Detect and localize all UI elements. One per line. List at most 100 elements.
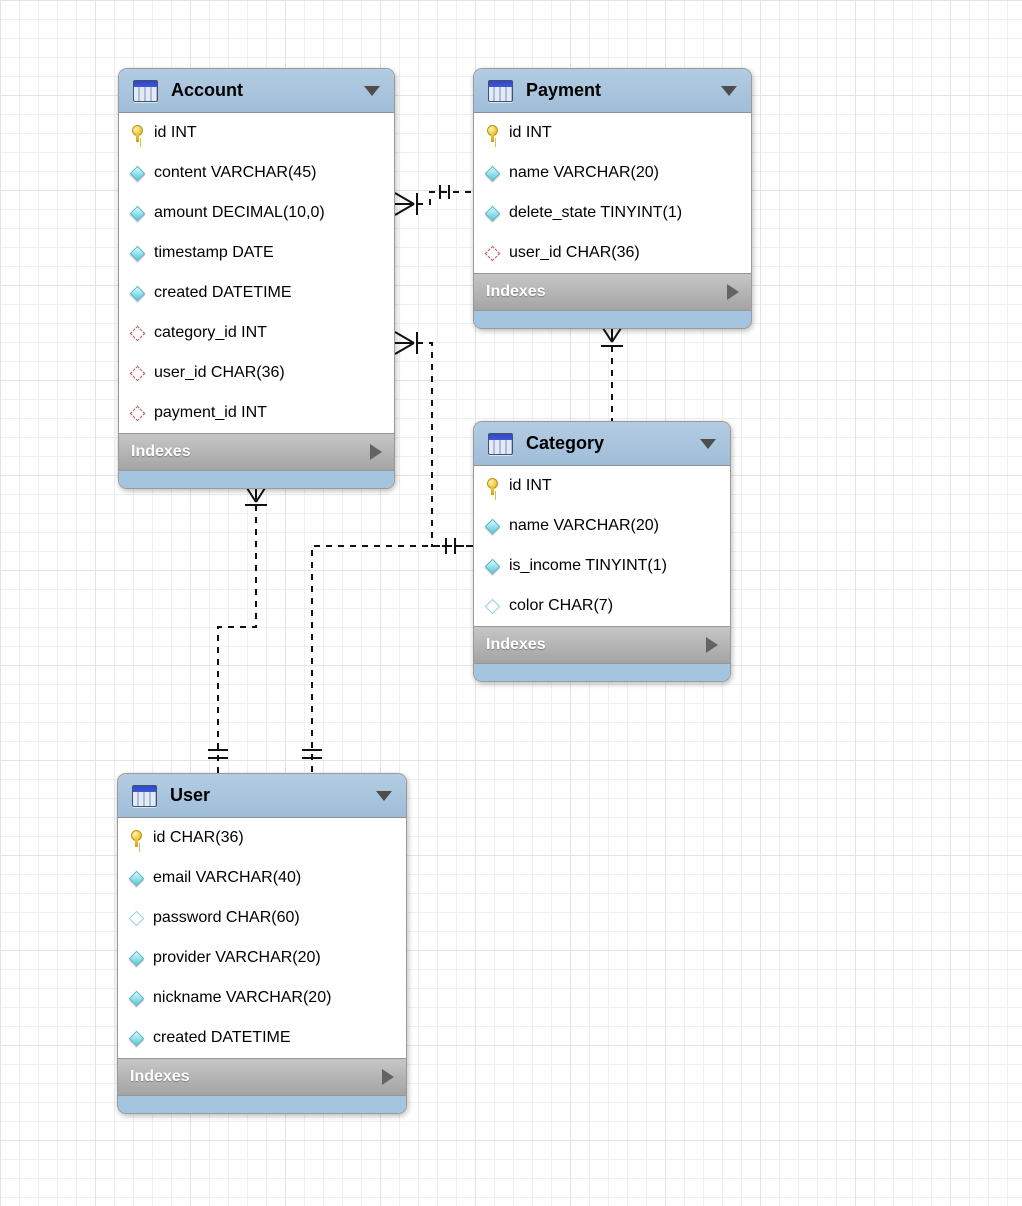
column-label: delete_state TINYINT(1) <box>509 204 683 221</box>
primary-key-icon <box>128 829 145 847</box>
column-row[interactable]: password CHAR(60) <box>118 898 406 938</box>
column-diamond-icon <box>128 1030 145 1047</box>
column-label: name VARCHAR(20) <box>509 517 659 534</box>
column-row[interactable]: provider VARCHAR(20) <box>118 938 406 978</box>
table-figure-user[interactable]: User id CHAR(36) email VARCHAR(40) passw… <box>117 773 407 1114</box>
column-label: created DATETIME <box>153 1029 291 1046</box>
column-row[interactable]: name VARCHAR(20) <box>474 153 751 193</box>
column-diamond-icon <box>129 165 146 182</box>
column-label: content VARCHAR(45) <box>154 164 317 181</box>
column-row[interactable]: id INT <box>474 466 730 506</box>
primary-key-icon <box>129 124 146 142</box>
indexes-bar[interactable]: Indexes <box>474 626 730 664</box>
column-row[interactable]: amount DECIMAL(10,0) <box>119 193 394 233</box>
table-header-user[interactable]: User <box>118 774 406 818</box>
column-row[interactable]: category_id INT <box>119 313 394 353</box>
column-label: name VARCHAR(20) <box>509 164 659 181</box>
column-diamond-icon <box>128 910 145 927</box>
table-icon <box>132 784 157 807</box>
indexes-label: Indexes <box>130 1068 190 1085</box>
relationship-dashed-line[interactable] <box>417 191 473 205</box>
column-diamond-icon <box>484 518 501 535</box>
column-row[interactable]: name VARCHAR(20) <box>474 506 730 546</box>
collapse-triangle-icon[interactable] <box>700 438 716 449</box>
column-list: id CHAR(36) email VARCHAR(40) password C… <box>118 818 406 1058</box>
table-figure-payment[interactable]: Payment id INT name VARCHAR(20) delete_s… <box>473 68 752 329</box>
indexes-bar[interactable]: Indexes <box>474 273 751 311</box>
column-row[interactable]: created DATETIME <box>119 273 394 313</box>
column-row[interactable]: id CHAR(36) <box>118 818 406 858</box>
column-row[interactable]: nickname VARCHAR(20) <box>118 978 406 1018</box>
column-row[interactable]: id INT <box>119 113 394 153</box>
table-footer <box>118 1096 406 1113</box>
table-footer <box>474 664 730 681</box>
column-diamond-icon <box>484 165 501 182</box>
column-label: id INT <box>509 477 552 494</box>
indexes-bar[interactable]: Indexes <box>119 433 394 471</box>
table-header-category[interactable]: Category <box>474 422 730 466</box>
indexes-bar[interactable]: Indexes <box>118 1058 406 1096</box>
column-label: provider VARCHAR(20) <box>153 949 321 966</box>
column-label: nickname VARCHAR(20) <box>153 989 332 1006</box>
column-label: password CHAR(60) <box>153 909 300 926</box>
column-diamond-icon <box>128 870 145 887</box>
column-row[interactable]: user_id CHAR(36) <box>119 353 394 393</box>
relationship-account-user[interactable] <box>208 484 268 773</box>
table-header-account[interactable]: Account <box>119 69 394 113</box>
column-label: timestamp DATE <box>154 244 274 261</box>
column-row[interactable]: user_id CHAR(36) <box>474 233 751 273</box>
table-icon <box>488 79 513 102</box>
one-end-double-tick <box>302 749 322 759</box>
column-label: is_income TINYINT(1) <box>509 557 667 574</box>
column-label: id INT <box>154 124 197 141</box>
table-footer <box>119 471 394 488</box>
one-end-double-tick <box>208 749 228 759</box>
foreign-key-diamond-icon <box>129 405 146 422</box>
column-list: id INT name VARCHAR(20) is_income TINYIN… <box>474 466 730 626</box>
one-end-double-tick <box>439 185 450 199</box>
column-row[interactable]: payment_id INT <box>119 393 394 433</box>
crow-foot-many-end <box>394 192 418 216</box>
column-row[interactable]: created DATETIME <box>118 1018 406 1058</box>
column-row[interactable]: delete_state TINYINT(1) <box>474 193 751 233</box>
column-row[interactable]: color CHAR(7) <box>474 586 730 626</box>
collapse-triangle-icon[interactable] <box>364 85 380 96</box>
relationship-dashed-line[interactable] <box>217 505 257 773</box>
column-list: id INT content VARCHAR(45) amount DECIMA… <box>119 113 394 433</box>
table-figure-account[interactable]: Account id INT content VARCHAR(45) amoun… <box>118 68 395 489</box>
crow-foot-many-end <box>600 324 624 347</box>
relationship-account-payment[interactable] <box>394 185 473 216</box>
foreign-key-diamond-icon <box>129 365 146 382</box>
indexes-label: Indexes <box>486 283 546 300</box>
primary-key-icon <box>484 477 501 495</box>
column-diamond-icon <box>129 245 146 262</box>
column-row[interactable]: is_income TINYINT(1) <box>474 546 730 586</box>
crow-foot-many-end <box>244 484 268 506</box>
relationship-dashed-line[interactable] <box>417 342 473 547</box>
column-label: color CHAR(7) <box>509 597 614 614</box>
table-icon <box>488 432 513 455</box>
table-footer <box>474 311 751 328</box>
expand-right-triangle-icon[interactable] <box>706 637 718 653</box>
collapse-triangle-icon[interactable] <box>721 85 737 96</box>
table-title: Account <box>171 80 243 100</box>
indexes-label: Indexes <box>131 443 191 460</box>
collapse-triangle-icon[interactable] <box>376 790 392 801</box>
table-figure-category[interactable]: Category id INT name VARCHAR(20) is_inco… <box>473 421 731 682</box>
expand-right-triangle-icon[interactable] <box>370 444 382 460</box>
expand-right-triangle-icon[interactable] <box>727 284 739 300</box>
column-row[interactable]: id INT <box>474 113 751 153</box>
table-header-payment[interactable]: Payment <box>474 69 751 113</box>
relationship-account-category[interactable] <box>394 331 473 554</box>
column-row[interactable]: email VARCHAR(40) <box>118 858 406 898</box>
column-diamond-icon <box>484 558 501 575</box>
column-label: created DATETIME <box>154 284 292 301</box>
table-title: User <box>170 785 211 805</box>
expand-right-triangle-icon[interactable] <box>382 1069 394 1085</box>
column-row[interactable]: timestamp DATE <box>119 233 394 273</box>
column-row[interactable]: content VARCHAR(45) <box>119 153 394 193</box>
indexes-label: Indexes <box>486 636 546 653</box>
foreign-key-diamond-icon <box>484 245 501 262</box>
foreign-key-diamond-icon <box>129 325 146 342</box>
